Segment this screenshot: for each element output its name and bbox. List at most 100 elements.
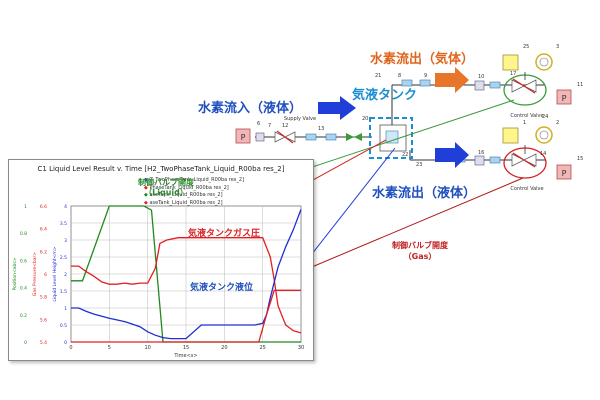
gas-outflow-callout: 水素流出（気体） (370, 52, 475, 67)
node-22: 22 (402, 152, 408, 158)
inflow-arrow-icon (318, 96, 356, 120)
tank-callout: 気液タンク (352, 88, 418, 103)
y-axis-label-1: Gas Pressure<bar> (32, 252, 38, 296)
x-tick-label: 5 (108, 345, 111, 351)
node-9: 9 (424, 73, 427, 79)
legend-text-3: aseTank_Liquid_R00ba res_2] (149, 192, 223, 198)
y-tick-label-axis-2: 2 (64, 272, 67, 278)
y-tick-label-axis-1: 6.2 (40, 249, 47, 255)
node-3: 3 (556, 44, 559, 50)
inlet-pipe-segment-2 (325, 133, 337, 141)
gas-fitting (474, 80, 485, 91)
inlet-check-valve-icon (346, 133, 362, 141)
result-chart-window: C1 Liquid Level Result v. Time [H2_TwoPh… (8, 159, 314, 361)
node-24: 24 (542, 114, 548, 120)
legend-entry-3: ◆ aseTank_Liquid_R00ba res_2] (144, 192, 223, 198)
node-14: 14 (540, 151, 546, 157)
node-7: 7 (268, 123, 271, 129)
legend-text-1: Z_TwoPhaseTank_Liquid_R00ba res_2] (149, 177, 245, 183)
gas-outlet-pressure (556, 89, 572, 105)
node-15: 15 (577, 156, 583, 162)
y-tick-label-axis-1: 6.4 (40, 227, 47, 233)
y-tick-label-axis-0: 0.8 (20, 231, 27, 237)
inlet-pressure-source (235, 128, 251, 144)
legend-text-2: PhaseTank_Liquid_R00ba res_2] (149, 184, 229, 191)
y-tick-label-axis-0: 0.4 (20, 286, 27, 292)
y-tick-label-axis-2: 0 (64, 340, 67, 346)
x-tick-label: 10 (144, 345, 150, 351)
x-tick-label: 0 (69, 345, 72, 351)
y-tick-label-axis-1: 5.6 (40, 317, 47, 323)
liquid-fitting (474, 155, 485, 166)
supply-valve-label: Supply Valve (284, 116, 316, 122)
node-12: 12 (282, 123, 288, 129)
tank-inner (385, 130, 399, 144)
inflow-callout: 水素流入（液体） (198, 101, 303, 116)
x-tick-label: 20 (221, 345, 227, 351)
liquid-outlet-p-label: P (562, 169, 567, 178)
valve-gas-connector (299, 177, 524, 273)
legend-entry-4: ◆ aseTank_Liquid_R00ba res_2] (144, 199, 223, 206)
node-2: 2 (556, 120, 559, 126)
tank-highlight-box (369, 117, 413, 159)
valve-gas-callout: 制御バルブ開度 （Gas） (392, 241, 448, 261)
tank-level-callout: 気液タンク液位 (190, 283, 254, 293)
gas-pressure-callout: 気液タンクガス圧 (188, 229, 261, 239)
y-tick-label-axis-1: 5.4 (40, 340, 47, 346)
inlet-p-label: P (241, 133, 246, 142)
gas-outlet-p-label: P (562, 94, 567, 103)
supply-valve-icon (274, 130, 296, 144)
inlet-fitting (255, 132, 265, 142)
node-10: 10 (478, 74, 484, 80)
y-tick-label-axis-1: 5.8 (40, 295, 47, 301)
liquid-outflow-callout: 水素流出（液体） (372, 186, 477, 201)
node-16: 16 (478, 150, 484, 156)
chart-title: C1 Liquid Level Result v. Time [H2_TwoPh… (37, 165, 285, 173)
y-tick-label-axis-2: 1 (64, 306, 67, 312)
x-tick-label: 15 (183, 345, 189, 351)
series-line-3 (71, 209, 302, 340)
inlet-pipe-segment (305, 133, 317, 141)
y-tick-label-axis-2: 4 (64, 204, 67, 210)
y-tick-label-axis-0: 0.6 (20, 258, 27, 264)
gas-pipe-segment-2 (419, 79, 431, 87)
liquid-sensor-icon (535, 126, 553, 144)
y-tick-label-axis-1: 6.6 (40, 204, 47, 210)
legend-text-4: aseTank_Liquid_R00ba res_2] (149, 199, 223, 206)
x-tick-label: 25 (259, 345, 265, 351)
liquid-control-valve-icon (511, 152, 537, 168)
liquid-pipe-segment-2 (489, 156, 501, 164)
gas-controller-box (502, 54, 519, 71)
x-axis-label: Time<s> (173, 353, 197, 359)
node-20: 20 (362, 116, 368, 122)
liquid-controller-box (502, 127, 519, 144)
y-tick-label-axis-1: 6 (44, 272, 47, 278)
node-25: 25 (523, 44, 529, 50)
x-tick-label: 30 (298, 345, 304, 351)
node-21: 21 (375, 73, 381, 79)
node-13: 13 (318, 126, 324, 132)
chart-legend: ◆ Z_TwoPhaseTank_Liquid_R00ba res_2] ◆ P… (144, 177, 244, 207)
node-23: 23 (416, 162, 422, 168)
y-axis-label-0: Position<abs> (12, 257, 18, 290)
y-tick-label-axis-0: 0 (24, 340, 27, 346)
legend-entry-1: ◆ Z_TwoPhaseTank_Liquid_R00ba res_2] (144, 177, 245, 183)
liquid-outlet-pressure (556, 164, 572, 180)
node-17: 17 (510, 71, 516, 77)
gas-control-valve-label: Control Valve (510, 113, 543, 119)
liquid-outflow-arrow-icon (435, 142, 469, 168)
liquid-control-valve-label: Control Valve (510, 186, 543, 192)
y-tick-label-axis-2: 2.5 (60, 255, 67, 261)
node-11: 11 (577, 82, 583, 88)
y-tick-label-axis-0: 0.2 (20, 313, 27, 319)
y-tick-label-axis-2: 3.5 (60, 221, 67, 227)
y-tick-label-axis-2: 3 (64, 238, 67, 244)
y-tick-label-axis-2: 1.5 (60, 289, 67, 295)
node-6: 6 (257, 121, 260, 127)
series-line-4 (71, 289, 301, 343)
y-tick-label-axis-0: 1 (24, 204, 27, 210)
gas-outflow-arrow-icon (435, 67, 469, 93)
y-axis-label-2: Liquid Level Height<m> (52, 246, 58, 301)
